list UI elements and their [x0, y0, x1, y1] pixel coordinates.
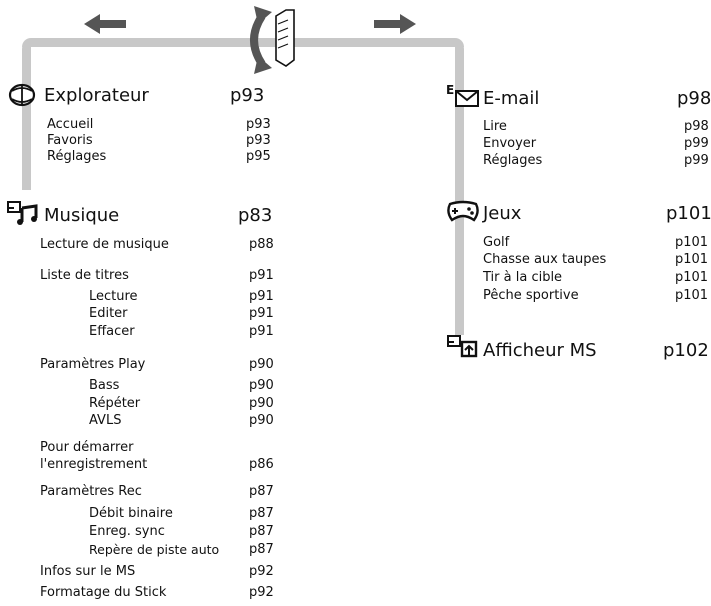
email-title: E-mail	[483, 88, 540, 109]
jeux-title: Jeux	[483, 203, 522, 224]
menu-item-page: p101	[675, 270, 709, 285]
connector-top	[22, 38, 464, 47]
menu-item-page: p91	[249, 306, 274, 321]
menu-item-page: p101	[675, 252, 709, 267]
explorateur-page: p93	[230, 85, 265, 106]
afficheur-ms-title: Afficheur MS	[483, 340, 597, 361]
arrow-left-icon	[84, 14, 126, 34]
menu-item-label: Lecture	[89, 289, 138, 304]
menu-item-label: Débit binaire	[89, 506, 173, 521]
menu-item-page: p91	[249, 289, 274, 304]
menu-item-page: p95	[246, 149, 271, 164]
menu-item-label: Paramètres Play	[40, 357, 146, 372]
menu-item-label: l'enregistrement	[40, 457, 148, 472]
email-icon: E	[446, 83, 480, 109]
menu-item-page: p101	[675, 235, 709, 250]
menu-item-page: p87	[249, 484, 274, 499]
menu-item-page: p99	[684, 153, 709, 168]
afficheur-ms-page: p102	[663, 340, 709, 361]
menu-item-label: Favoris	[47, 133, 93, 148]
menu-item-label: Formatage du Stick	[40, 585, 167, 600]
menu-item-label: AVLS	[89, 413, 122, 428]
musique-title: Musique	[44, 205, 120, 226]
menu-item-label: Lire	[483, 119, 507, 134]
menu-item-page: p98	[684, 119, 709, 134]
menu-item-label: Infos sur le MS	[40, 564, 136, 579]
menu-item-label: Golf	[483, 235, 510, 250]
connector-right-vertical	[455, 40, 464, 335]
svg-text:E: E	[446, 83, 454, 97]
menu-item-label: Chasse aux taupes	[483, 252, 607, 267]
menu-item-page: p90	[249, 413, 274, 428]
menu-item-label: Pour démarrer	[40, 440, 134, 455]
menu-item-label: Effacer	[89, 324, 135, 339]
menu-item-page: p91	[249, 324, 274, 339]
menu-item-label: Lecture de musique	[40, 237, 169, 252]
menu-item-label: Accueil	[47, 117, 94, 132]
menu-item-label: Réglages	[47, 149, 107, 164]
menu-item-label: Pêche sportive	[483, 288, 579, 303]
menu-item-page: p86	[249, 457, 274, 472]
menu-item-page: p93	[246, 117, 271, 132]
musique-page: p83	[238, 205, 273, 226]
menu-item-page: p99	[684, 136, 709, 151]
afficheur-ms-icon	[446, 334, 480, 360]
menu-item-page: p92	[249, 585, 274, 600]
connector-left-vertical	[22, 40, 31, 190]
email-page: p98	[677, 88, 711, 109]
jeux-page: p101	[666, 203, 711, 224]
menu-item-page: p93	[246, 133, 271, 148]
menu-item-page: p90	[249, 396, 274, 411]
jog-dial-icon	[242, 2, 302, 78]
explorateur-icon	[8, 83, 36, 107]
menu-item-page: p87	[249, 506, 274, 521]
menu-item-label: Répéter	[89, 396, 141, 411]
menu-item-label: Paramètres Rec	[40, 484, 142, 499]
explorateur-title: Explorateur	[44, 85, 149, 106]
menu-item-label: Bass	[89, 378, 120, 393]
menu-item-label: Repère de piste auto	[89, 542, 220, 557]
menu-item-page: p88	[249, 237, 274, 252]
menu-item-label: Enreg. sync	[89, 524, 165, 539]
jeux-icon	[446, 200, 480, 224]
musique-icon	[6, 200, 40, 226]
arrow-right-icon	[374, 14, 416, 34]
menu-item-page: p90	[249, 357, 274, 372]
menu-item-page: p91	[249, 268, 274, 283]
menu-item-label: Envoyer	[483, 136, 537, 151]
menu-item-page: p87	[249, 542, 274, 557]
menu-item-page: p101	[675, 288, 709, 303]
menu-item-page: p90	[249, 378, 274, 393]
menu-item-label: Liste de titres	[40, 268, 129, 283]
menu-item-label: Tir à la cible	[483, 270, 563, 285]
menu-item-label: Editer	[89, 306, 128, 321]
menu-item-page: p87	[249, 524, 274, 539]
menu-item-label: Réglages	[483, 153, 543, 168]
menu-item-page: p92	[249, 564, 274, 579]
